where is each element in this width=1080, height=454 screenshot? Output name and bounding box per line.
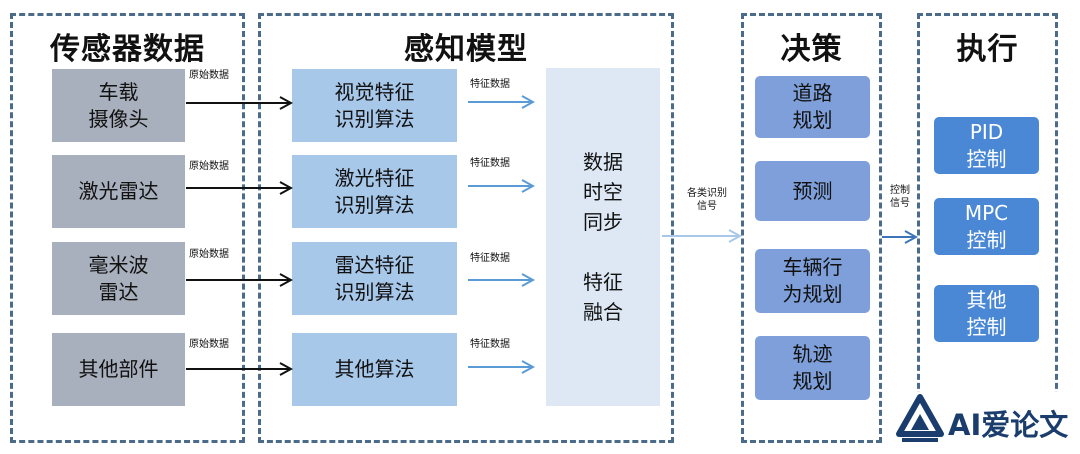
decision-behavior-planning-box: 车辆行 为规划 xyxy=(755,249,870,313)
logo-icon xyxy=(896,394,944,442)
sensor-radar-box: 毫米波 雷达 xyxy=(52,242,185,315)
decision-trajectory-planning-box: 轨迹 规划 xyxy=(755,336,870,400)
decision-prediction-box: 预测 xyxy=(755,161,870,221)
raw-data-label: 原始数据 xyxy=(189,70,229,81)
algorithm-other-box: 其他算法 xyxy=(292,333,457,406)
sensor-lidar-box: 激光雷达 xyxy=(52,155,185,228)
feature-data-label: 特征数据 xyxy=(470,339,510,350)
control-signal-label: 控制 信号 xyxy=(890,185,910,209)
algorithm-radar-box: 雷达特征 识别算法 xyxy=(292,242,457,315)
sensor-camera-box: 车载 摄像头 xyxy=(52,69,185,142)
logo-text: AI爱论文 xyxy=(948,408,1069,442)
decision-road-planning-box: 道路 规划 xyxy=(755,76,870,138)
execution-pid-box: PID 控制 xyxy=(934,117,1039,174)
raw-data-label: 原始数据 xyxy=(189,249,229,260)
feature-data-label: 特征数据 xyxy=(470,158,510,169)
sensor-other-box: 其他部件 xyxy=(52,333,185,406)
algorithm-laser-box: 激光特征 识别算法 xyxy=(292,155,457,228)
fusion-box: 数据 时空 同步 特征 融合 xyxy=(546,68,660,406)
raw-data-label: 原始数据 xyxy=(189,161,229,172)
feature-data-label: 特征数据 xyxy=(470,253,510,264)
algorithm-visual-box: 视觉特征 识别算法 xyxy=(292,69,457,142)
decision-title: 决策 xyxy=(780,32,843,67)
feature-data-label: 特征数据 xyxy=(470,79,510,90)
execution-other-box: 其他 控制 xyxy=(934,285,1039,342)
recognition-signal-label: 各类识别 信号 xyxy=(687,188,727,212)
brand-logo: AI爱论文 xyxy=(892,392,1080,448)
raw-data-label: 原始数据 xyxy=(189,339,229,350)
execution-mpc-box: MPC 控制 xyxy=(934,198,1039,255)
execution-title: 执行 xyxy=(956,32,1019,67)
sensor-data-title: 传感器数据 xyxy=(50,32,205,67)
perception-model-title: 感知模型 xyxy=(404,32,528,67)
